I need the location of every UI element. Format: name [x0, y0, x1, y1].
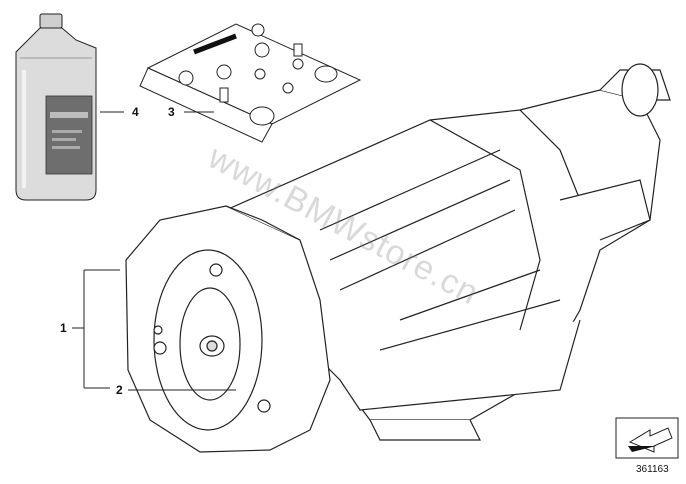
callout-part-1: 1 — [60, 321, 67, 335]
transmission-illustration — [225, 63, 671, 441]
bolt-kit-icon — [139, 23, 362, 143]
callout-part-3: 3 — [168, 105, 175, 119]
torque-converter-illustration — [125, 205, 331, 453]
oil-bottle-icon — [15, 13, 97, 201]
view-direction-arrow-icon — [615, 417, 679, 459]
callout-part-4: 4 — [132, 105, 139, 119]
callout-part-2: 2 — [116, 383, 123, 397]
leader-bracket-part-1 — [72, 269, 120, 389]
reference-number: 361163 — [636, 464, 669, 475]
